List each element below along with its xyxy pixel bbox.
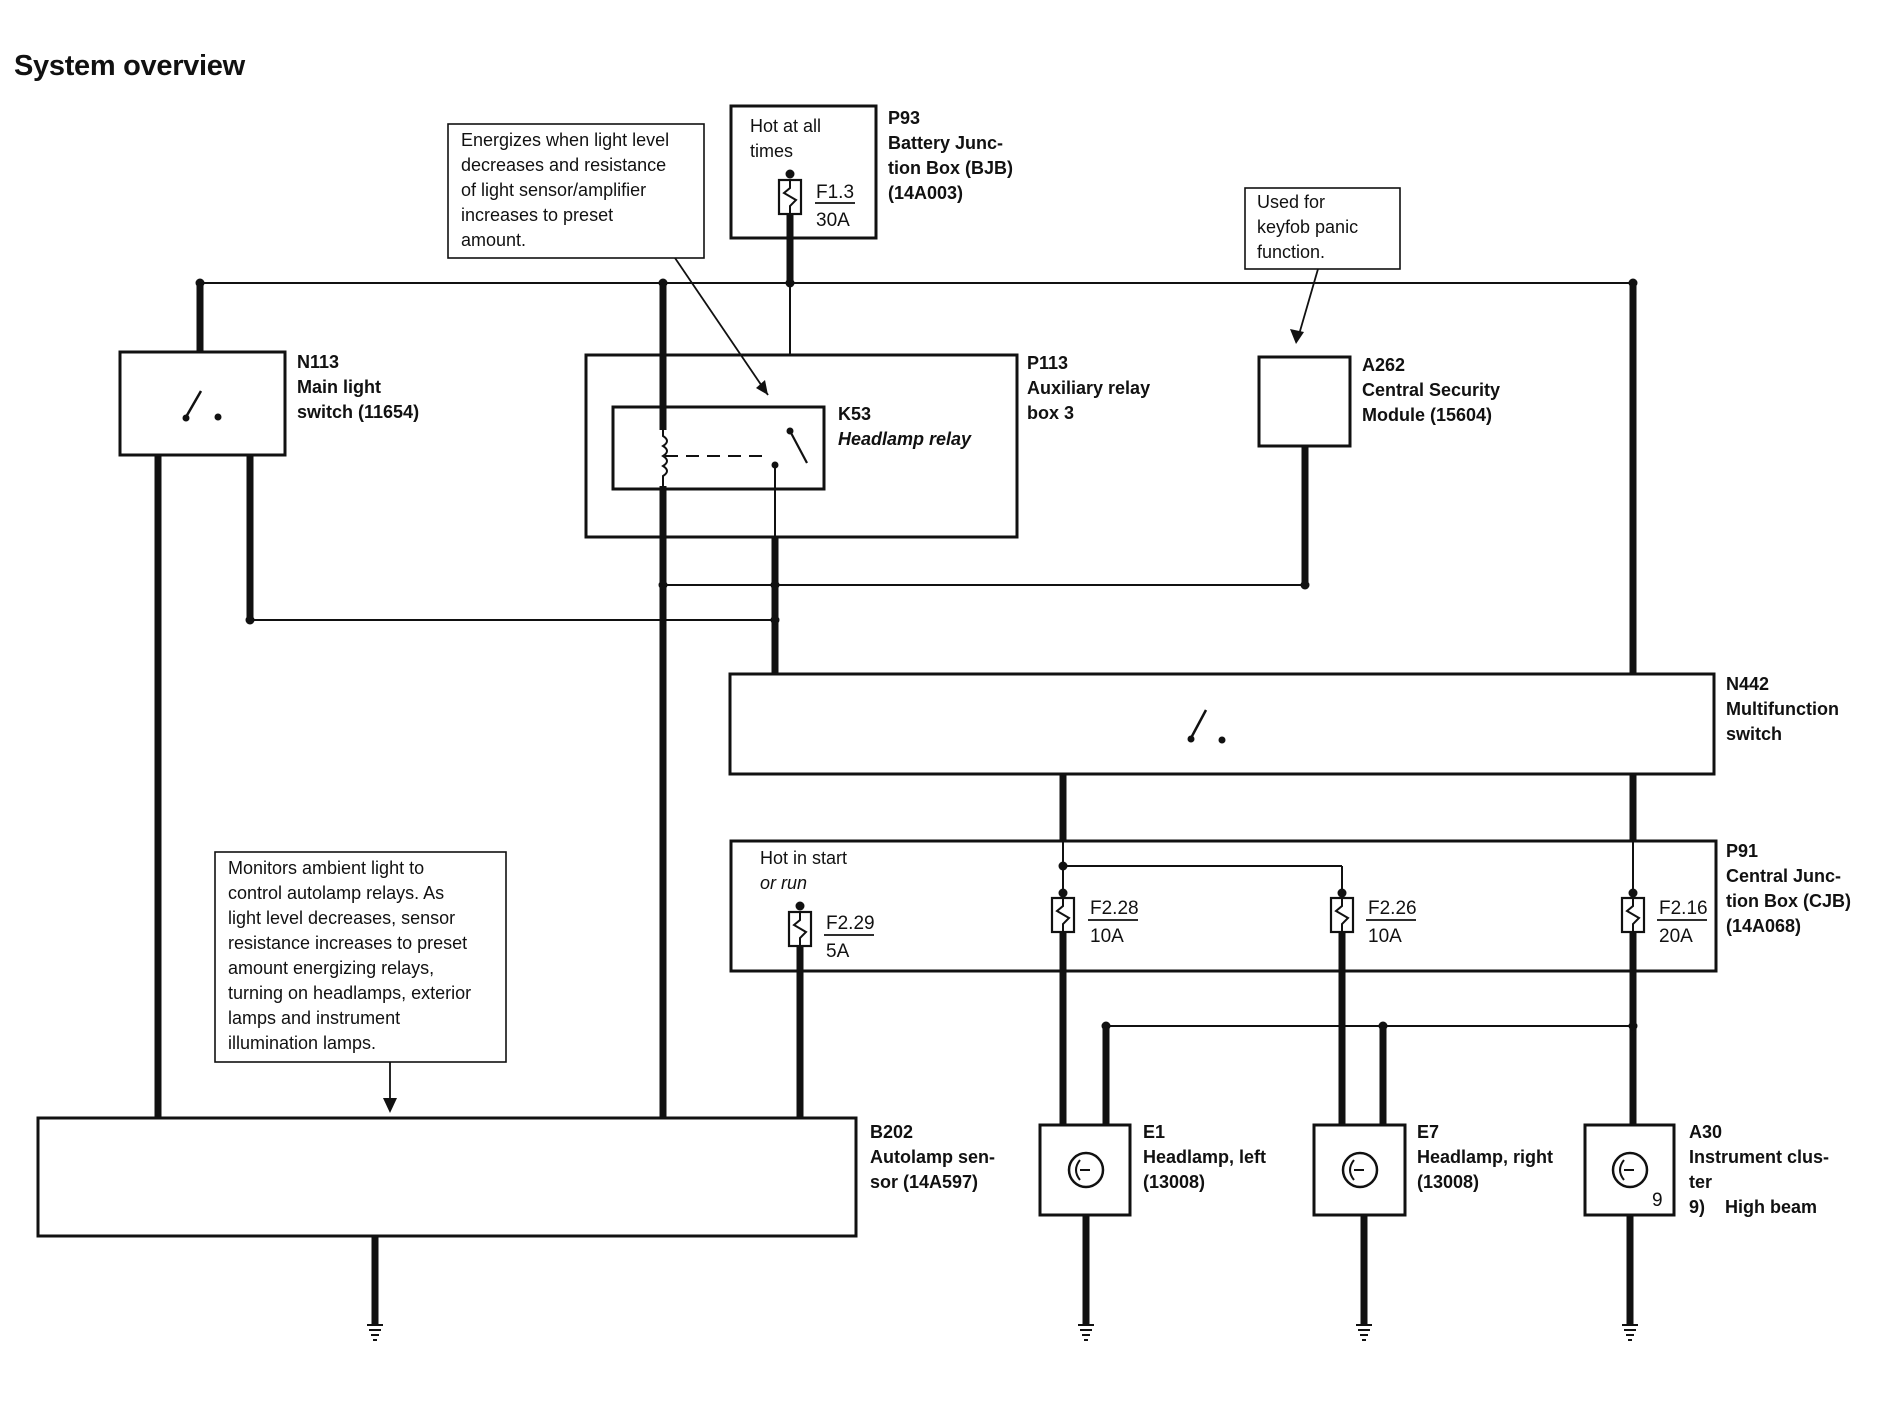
fuse-f2-29 bbox=[787, 901, 874, 948]
fuse-f2-16-label: F2.16 20A bbox=[1659, 898, 1713, 947]
p93-battery-junction-box bbox=[729, 104, 878, 240]
fuse-f2-26 bbox=[1329, 888, 1416, 934]
relay-note-leader bbox=[674, 257, 769, 396]
p91-label: P91 Central Junc- tion Box (CJB) (14A068… bbox=[1726, 841, 1856, 936]
fuse-f2-26-label: F2.26 10A bbox=[1368, 898, 1422, 947]
ground-icon bbox=[1078, 1324, 1094, 1341]
keyfob-note: Used for keyfob panic function. bbox=[1257, 192, 1363, 262]
a262-central-security-module bbox=[1257, 355, 1352, 448]
fuse-f2-28 bbox=[1050, 888, 1138, 934]
b202-label: B202 Autolamp sen- sor (14A597) bbox=[870, 1122, 1000, 1192]
relay-note: Energizes when light level decreases and… bbox=[461, 130, 674, 250]
bjb-note: Hot at all times bbox=[750, 116, 826, 161]
e7-label: E7 Headlamp, right (13008) bbox=[1417, 1122, 1558, 1192]
fuse-f1-3-label: F1.3 30A bbox=[816, 182, 859, 231]
ground-icon bbox=[1356, 1324, 1372, 1341]
n113-main-light-switch bbox=[118, 350, 287, 457]
cjb-note: Hot in start or run bbox=[760, 848, 852, 893]
p91-central-junction-box bbox=[729, 839, 1718, 973]
page-title: System overview bbox=[14, 50, 245, 82]
keyfob-note-box bbox=[1244, 187, 1401, 270]
switch-symbol bbox=[182, 390, 222, 422]
n442-label: N442 Multifunction switch bbox=[1726, 674, 1844, 744]
n442-multifunction-switch bbox=[728, 672, 1716, 776]
fuse-f2-29-label: F2.29 5A bbox=[826, 913, 880, 962]
ground-icon bbox=[1622, 1324, 1638, 1341]
fuse-f1-3 bbox=[777, 169, 855, 216]
p113-label: P113 Auxiliary relay box 3 bbox=[1027, 353, 1155, 423]
n113-label: N113 Main light switch (11654) bbox=[297, 352, 419, 422]
fuse-f2-28-label: F2.28 10A bbox=[1090, 898, 1144, 947]
switch-symbol bbox=[1187, 709, 1226, 744]
keyfob-note-leader bbox=[1297, 268, 1319, 339]
k53-label: K53 Headlamp relay bbox=[838, 404, 972, 449]
e1-label: E1 Headlamp, left (13008) bbox=[1143, 1122, 1271, 1192]
a30-label: A30 Instrument clus- ter 9) High beam bbox=[1689, 1122, 1834, 1217]
relay-coil-symbol bbox=[661, 430, 668, 486]
relay-note-box bbox=[447, 123, 705, 259]
ground-icon bbox=[367, 1324, 383, 1341]
a30-pin-number: 9 bbox=[1652, 1190, 1663, 1211]
lamp-icon bbox=[1341, 1151, 1379, 1189]
a262-label: A262 Central Security Module (15604) bbox=[1362, 355, 1505, 425]
sensor-note: Monitors ambient light to control autola… bbox=[228, 858, 476, 1053]
lamp-icon bbox=[1611, 1151, 1649, 1189]
b202-autolamp-sensor bbox=[36, 1116, 858, 1238]
lamp-icon bbox=[1067, 1151, 1105, 1189]
sensor-note-box bbox=[214, 851, 507, 1063]
k53-headlamp-relay bbox=[611, 405, 826, 491]
p93-label: P93 Battery Junc- tion Box (BJB) (14A003… bbox=[888, 108, 1018, 203]
